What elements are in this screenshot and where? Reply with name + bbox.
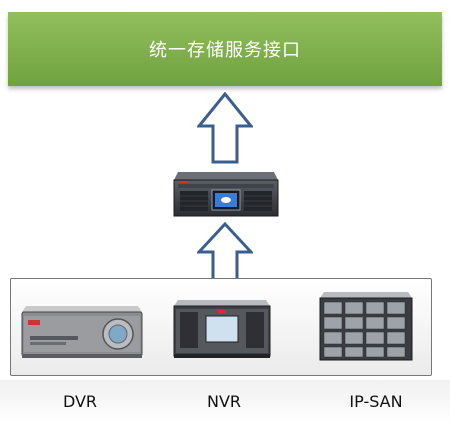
storage-service-interface-label: 统一存储服务接口 <box>149 40 301 61</box>
storage-server-image <box>173 172 279 217</box>
dvr-label: DVR <box>62 392 98 411</box>
ip-san-device-image <box>319 292 413 361</box>
floor-reflection <box>0 380 450 423</box>
nvr-device-image <box>173 300 271 358</box>
arrow-up-icon <box>197 222 253 282</box>
dvr-device-image <box>21 306 143 358</box>
arrow-up-icon <box>197 92 253 164</box>
ip-san-label: IP-SAN <box>349 392 403 411</box>
storage-service-interface-box: 统一存储服务接口 <box>8 12 442 86</box>
nvr-label: NVR <box>206 392 242 411</box>
